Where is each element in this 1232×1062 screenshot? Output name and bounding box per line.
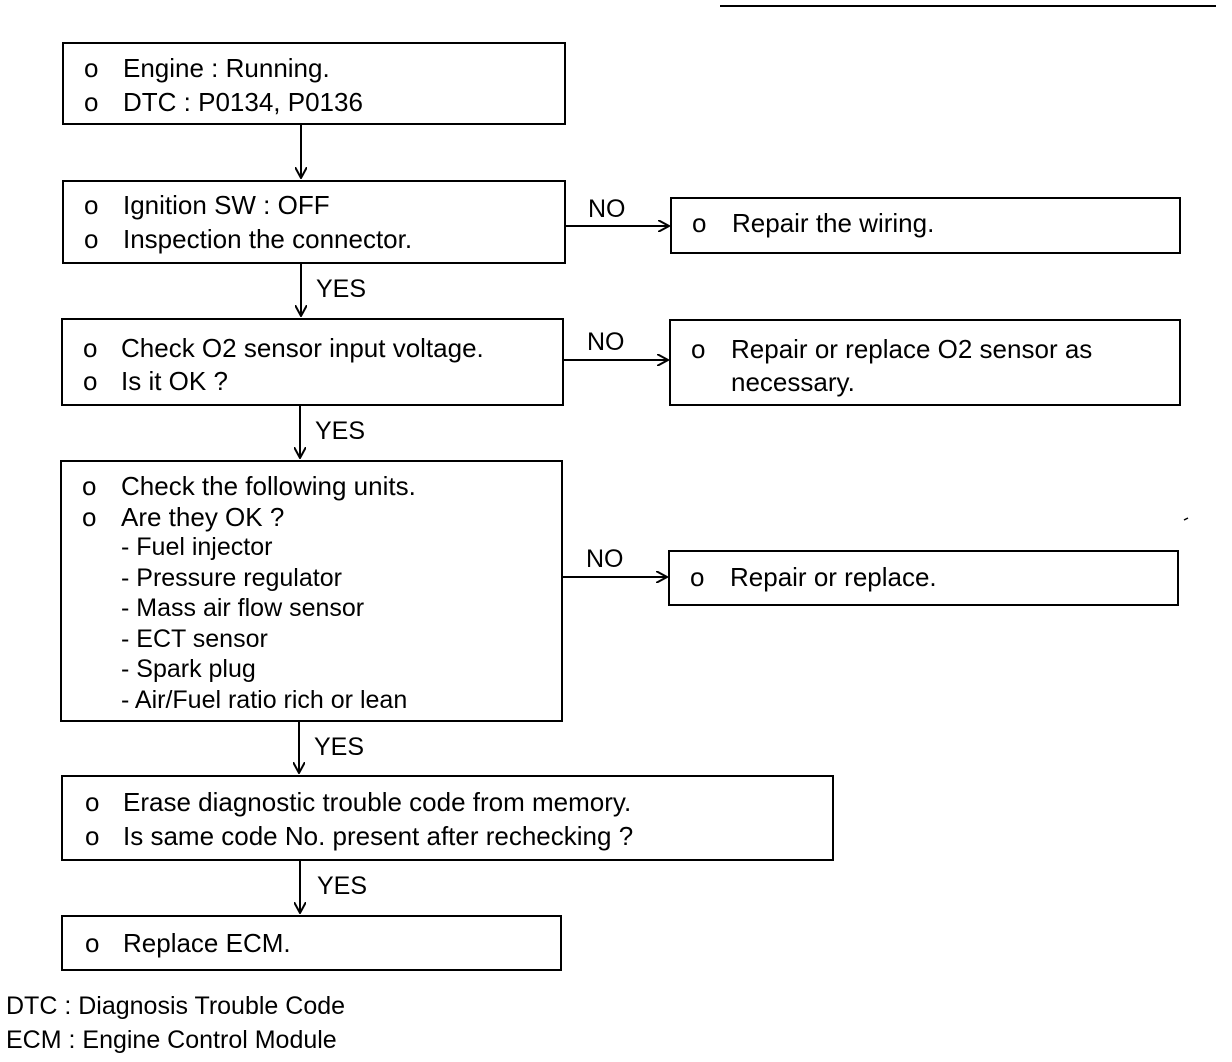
legend-ecm: ECM : Engine Control Module [6, 1026, 337, 1054]
unit-item: - Spark plug [121, 655, 256, 683]
legend-dtc: DTC : Diagnosis Trouble Code [6, 992, 346, 1020]
step-erase-dtc-box: o Erase diagnostic trouble code from mem… [61, 775, 834, 861]
bullet: o [84, 87, 99, 117]
unit-item: - Fuel injector [121, 533, 273, 561]
unit-item: - Mass air flow sensor [121, 594, 365, 622]
bullet: o [85, 787, 100, 817]
start-line-1: Engine : Running. [123, 53, 330, 83]
stray-mark [1183, 517, 1189, 521]
bullet: o [691, 334, 706, 364]
step-repair-o2-box: o Repair or replace O2 sensor as necessa… [669, 319, 1181, 406]
bullet: o [690, 562, 705, 592]
repair-o2-line-2: necessary. [731, 367, 855, 397]
step-repair-wiring-box: o Repair the wiring. [670, 197, 1181, 254]
step-replace-ecm-box: o Replace ECM. [61, 915, 562, 971]
edge-label-yes: YES [316, 275, 367, 303]
erase-line-2: Is same code No. present after recheckin… [123, 821, 634, 851]
step-repair-units-box: o Repair or replace. [668, 550, 1179, 606]
units-line-2: Are they OK ? [121, 502, 285, 532]
bullet: o [83, 366, 98, 396]
erase-line-1: Erase diagnostic trouble code from memor… [123, 787, 632, 817]
repair-units-line: Repair or replace. [730, 562, 937, 592]
connector-line-1: Ignition SW : OFF [123, 190, 330, 220]
connector-line-2: Inspection the connector. [123, 224, 413, 254]
unit-item: - Pressure regulator [121, 564, 342, 592]
unit-item: - Air/Fuel ratio rich or lean [121, 686, 408, 714]
start-line-2: DTC : P0134, P0136 [123, 87, 363, 117]
step-start-box: o Engine : Running. o DTC : P0134, P0136 [62, 42, 566, 125]
bullet: o [84, 224, 99, 254]
bullet: o [85, 821, 100, 851]
bullet: o [84, 190, 99, 220]
step-check-connector-box: o Ignition SW : OFF o Inspection the con… [62, 180, 566, 264]
edge-label-yes: YES [315, 417, 366, 445]
repair-wiring-line: Repair the wiring. [732, 208, 935, 238]
bullet: o [83, 333, 98, 363]
edge-label-yes: YES [314, 733, 365, 761]
step-check-o2-box: o Check O2 sensor input voltage. o Is it… [61, 318, 564, 406]
o2-line-1: Check O2 sensor input voltage. [121, 333, 484, 363]
o2-line-2: Is it OK ? [121, 366, 228, 396]
edge-label-no: NO [588, 195, 626, 223]
bullet: o [82, 471, 97, 501]
repair-o2-line-1: Repair or replace O2 sensor as [731, 334, 1093, 364]
step-check-units-box: o Check the following units. o Are they … [60, 460, 563, 722]
edge-label-yes: YES [317, 872, 368, 900]
edge-label-no: NO [587, 328, 625, 356]
unit-item: - ECT sensor [121, 625, 268, 653]
bullet: o [85, 928, 100, 958]
replace-ecm-line: Replace ECM. [123, 928, 291, 958]
bullet: o [84, 53, 99, 83]
units-line-1: Check the following units. [121, 471, 416, 501]
bullet: o [692, 208, 707, 238]
edge-label-no: NO [586, 545, 624, 573]
bullet: o [82, 502, 97, 532]
